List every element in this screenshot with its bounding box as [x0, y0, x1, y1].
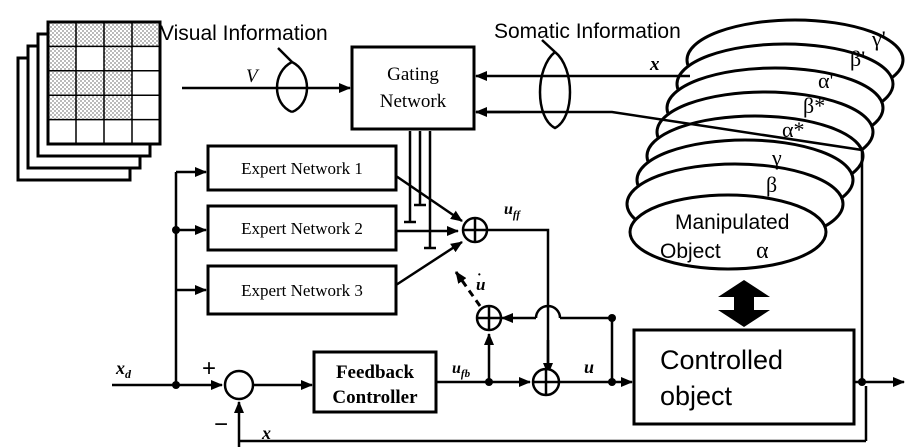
feedback-controller-label: Feedback [336, 362, 415, 383]
controlled-object-label-2: object [660, 381, 733, 411]
plus-junction-output [531, 367, 561, 397]
beta-label: β [766, 172, 777, 197]
expert-network-2-box [206, 204, 398, 252]
expert-network-3-box [206, 264, 398, 316]
ufb-label: ufb [452, 360, 471, 380]
uff-label: uff [504, 201, 521, 221]
gamma-prime-label: γ' [871, 26, 886, 51]
u-dot-label: u [476, 275, 485, 294]
x-label-top: x [649, 54, 660, 75]
plus-junction-small [475, 304, 503, 332]
controlled-object-label: Controlled [660, 345, 783, 375]
expert-network-3-label: Expert Network 3 [241, 281, 363, 300]
expert-network-1-label: Expert Network 1 [241, 159, 363, 178]
beta-star-label: β* [803, 93, 825, 118]
visual-image-grid [46, 20, 162, 146]
manipulated-object-title-2: Object [660, 240, 721, 263]
gamma-label: γ [771, 145, 782, 170]
xd-label: xd [115, 358, 132, 381]
v-label: V [246, 66, 260, 87]
gating-network-label: Gating [387, 64, 439, 85]
u-dot-dashed-arrow [454, 271, 482, 307]
controlled-object-box [632, 328, 856, 426]
manipulated-object-title: Manipulated [675, 211, 789, 234]
alpha-label: α [756, 238, 769, 264]
x-label-bottom: x [261, 423, 271, 443]
u-dot-accent: · [477, 268, 482, 283]
feedback-controller-label-2: Controller [332, 387, 418, 408]
alpha-star-label: α* [782, 117, 805, 142]
visual-information-label: Visual Information [160, 22, 328, 45]
visual-cable-loop [275, 60, 293, 114]
expert-network-1-box [206, 144, 398, 192]
feedback-controller-box [312, 350, 438, 414]
visual-image-stack-icon [16, 20, 162, 182]
gating-network-label-2: Network [380, 91, 447, 112]
somatic-cable-loop [538, 51, 572, 130]
manipulated-object-front-slice [628, 193, 828, 271]
expert-network-2-label: Expert Network 2 [241, 219, 363, 238]
junction-dots [172, 226, 866, 389]
plus-sign-label: + [202, 355, 216, 382]
gating-network-box [350, 45, 476, 131]
gating-weight-ticks [404, 203, 436, 250]
double-arrow-icon [718, 280, 770, 327]
combiner-junction [461, 216, 489, 244]
manipulated-object-stack [625, 18, 905, 271]
u-label: u [584, 357, 594, 377]
summing-junction-input [223, 369, 255, 401]
minus-sign-label: − [214, 411, 228, 438]
signal-lines [112, 71, 905, 447]
beta-prime-label: β' [850, 46, 865, 71]
alpha-prime-label: α' [818, 68, 834, 93]
somatic-information-label: Somatic Information [494, 20, 681, 43]
